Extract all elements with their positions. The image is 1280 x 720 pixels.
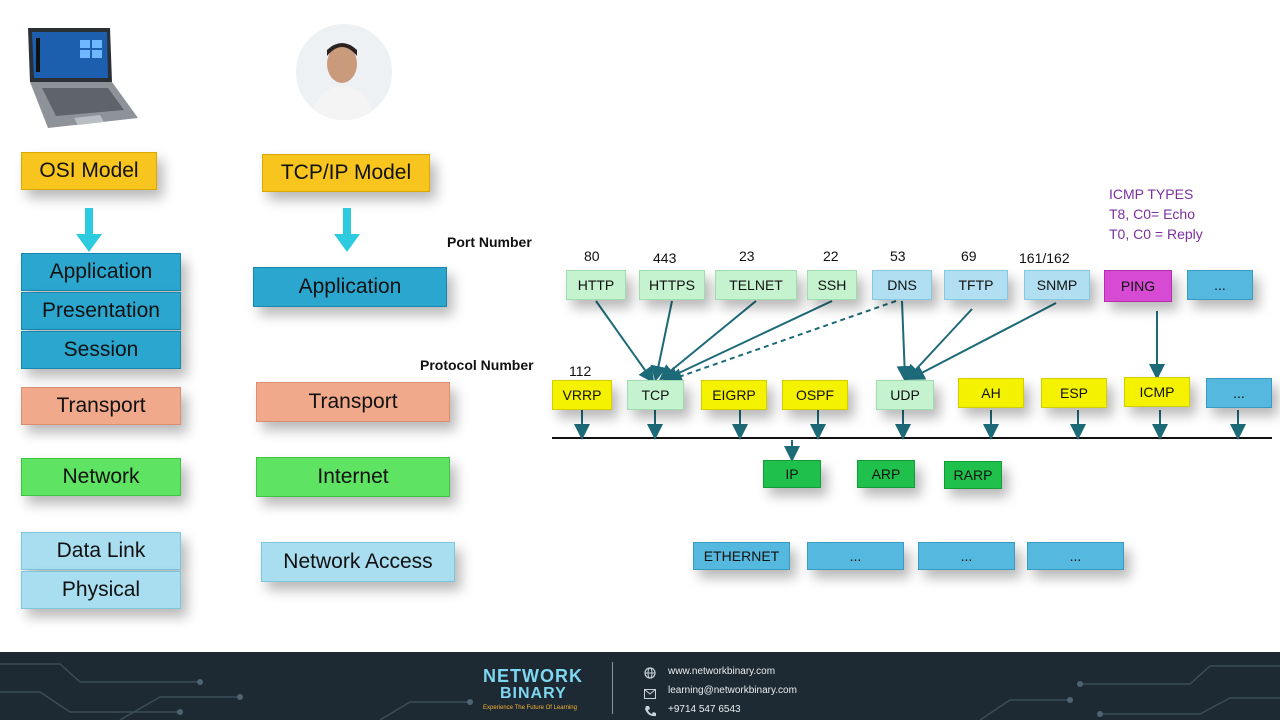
connector-lines	[552, 300, 1272, 462]
tcpip-layer-internet: Internet	[256, 457, 450, 497]
osi-layer-application: Application	[21, 253, 181, 291]
protocol-access-more-1: ...	[807, 542, 904, 570]
tcpip-layer-network-access: Network Access	[261, 542, 455, 582]
protocol-ssh: SSH	[807, 270, 857, 300]
tcpip-layer-application: Application	[253, 267, 447, 307]
protocol-telnet: TELNET	[715, 270, 797, 300]
protocol-number-label: Protocol Number	[420, 357, 534, 373]
osi-layer-transport: Transport	[21, 387, 181, 425]
protocol-ip: IP	[763, 460, 821, 488]
protocol-access-more-2: ...	[918, 542, 1015, 570]
down-arrow-icon	[334, 208, 360, 252]
port-telnet: 23	[739, 248, 755, 264]
footer-email[interactable]: learning@networkbinary.com	[668, 685, 797, 696]
protocol-http: HTTP	[566, 270, 626, 300]
protocol-snmp: SNMP	[1024, 270, 1090, 300]
protocol-arp: ARP	[857, 460, 915, 488]
protocol-vrrp: VRRP	[552, 380, 612, 410]
protocol-ospf: OSPF	[782, 380, 848, 410]
osi-layer-network: Network	[21, 458, 181, 496]
tcpip-model-title: TCP/IP Model	[262, 154, 430, 192]
presenter-photo	[296, 24, 392, 120]
phone-icon	[644, 704, 656, 720]
protocol-ethernet: ETHERNET	[693, 542, 790, 570]
protocol-more: ...	[1187, 270, 1253, 300]
mail-icon	[644, 686, 656, 704]
protocol-dns: DNS	[872, 270, 932, 300]
port-https: 443	[653, 250, 677, 266]
osi-layer-physical: Physical	[21, 571, 181, 609]
footer-phone[interactable]: +9714 547 6543	[668, 704, 741, 715]
logo-tagline: Experience The Future Of Learning	[483, 705, 577, 711]
port-dns: 53	[890, 248, 906, 264]
protocol-rarp: RARP	[944, 461, 1002, 489]
footer-divider	[612, 662, 613, 714]
protocol-ping: PING	[1104, 270, 1172, 302]
port-snmp: 161/162	[1019, 250, 1070, 266]
port-tftp: 69	[961, 248, 977, 264]
tcpip-layer-transport: Transport	[256, 382, 450, 422]
protocol-ah: AH	[958, 378, 1024, 408]
protocol-eigrp: EIGRP	[701, 380, 767, 410]
protocol-https: HTTPS	[639, 270, 705, 300]
icmp-types-reply: T0, C0 = Reply	[1109, 226, 1203, 242]
protocol-access-more-3: ...	[1027, 542, 1124, 570]
osi-layer-session: Session	[21, 331, 181, 369]
osi-model-title: OSI Model	[21, 152, 157, 190]
circuit-pattern	[0, 663, 1280, 720]
icmp-types-note: ICMP TYPES T8, C0= Echo T0, C0 = Reply	[1109, 184, 1203, 244]
logo-network: NETWORK	[483, 666, 583, 686]
icmp-types-title: ICMP TYPES	[1109, 186, 1194, 202]
logo-binary: BINARY	[500, 685, 567, 702]
protocol-esp: ESP	[1041, 378, 1107, 408]
footer-bar: NETWORK BINARY Experience The Future Of …	[0, 652, 1280, 720]
globe-icon	[644, 666, 656, 684]
protocol-number-vrrp: 112	[569, 363, 592, 379]
port-number-label: Port Number	[447, 234, 532, 250]
footer-website[interactable]: www.networkbinary.com	[668, 666, 776, 677]
port-http: 80	[584, 248, 600, 264]
down-arrow-icon	[76, 208, 102, 252]
protocol-more-transport: ...	[1206, 378, 1272, 408]
protocol-tftp: TFTP	[944, 270, 1008, 300]
icmp-types-echo: T8, C0= Echo	[1109, 206, 1195, 222]
port-ssh: 22	[823, 248, 839, 264]
protocol-icmp: ICMP	[1124, 377, 1190, 407]
osi-layer-presentation: Presentation	[21, 292, 181, 330]
protocol-tcp: TCP	[627, 380, 684, 410]
laptop-image	[22, 26, 142, 130]
protocol-udp: UDP	[876, 380, 934, 410]
osi-layer-data-link: Data Link	[21, 532, 181, 570]
